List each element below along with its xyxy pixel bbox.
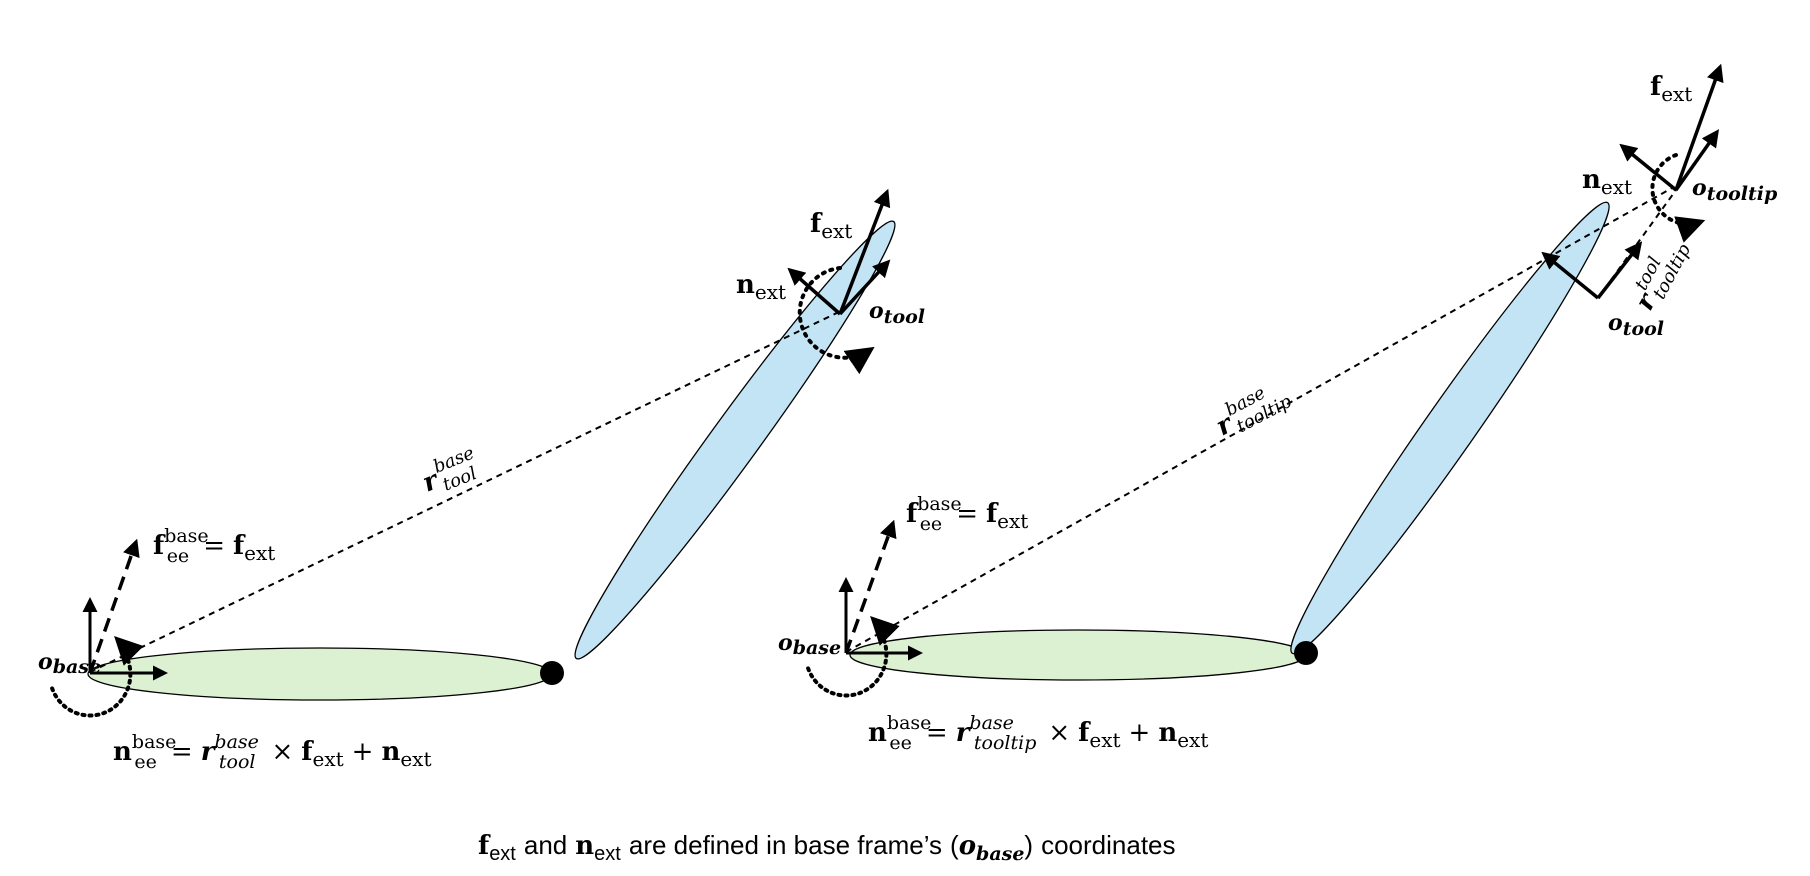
right-r-vector	[845, 187, 1673, 653]
right-joint	[1294, 641, 1318, 665]
left-tool-frame	[787, 188, 891, 375]
left-r-vector	[89, 309, 844, 673]
right-r-label: rbasetooltip	[1208, 373, 1296, 446]
right-tool-link	[1290, 201, 1610, 655]
right-f-ext-label: fext	[1650, 72, 1692, 106]
left-o-base-label: obase	[38, 649, 101, 678]
left-joint	[540, 661, 564, 685]
left-f-ext-label: fext	[810, 209, 852, 243]
right-panel: obase otool otooltip fext next rbasetool…	[778, 63, 1778, 754]
left-r-label: rbasetool	[416, 443, 485, 503]
right-base-frame	[806, 519, 923, 698]
right-o-base-label: obase	[778, 630, 841, 659]
right-tooltip-frame	[1619, 63, 1724, 243]
right-r-tool-label: rtooltooltip	[1624, 231, 1696, 317]
left-tool-link	[574, 220, 896, 660]
right-base-link	[849, 629, 1307, 681]
left-o-tool-label: otool	[869, 298, 925, 328]
left-n-ext-label: next	[736, 270, 786, 304]
right-n-ext-label: next	[1582, 165, 1632, 199]
left-base-frame	[50, 538, 168, 718]
right-tool-frame	[1541, 241, 1643, 300]
right-o-tooltip-label: otooltip	[1692, 175, 1778, 205]
right-o-tool-label: otool	[1608, 310, 1664, 340]
